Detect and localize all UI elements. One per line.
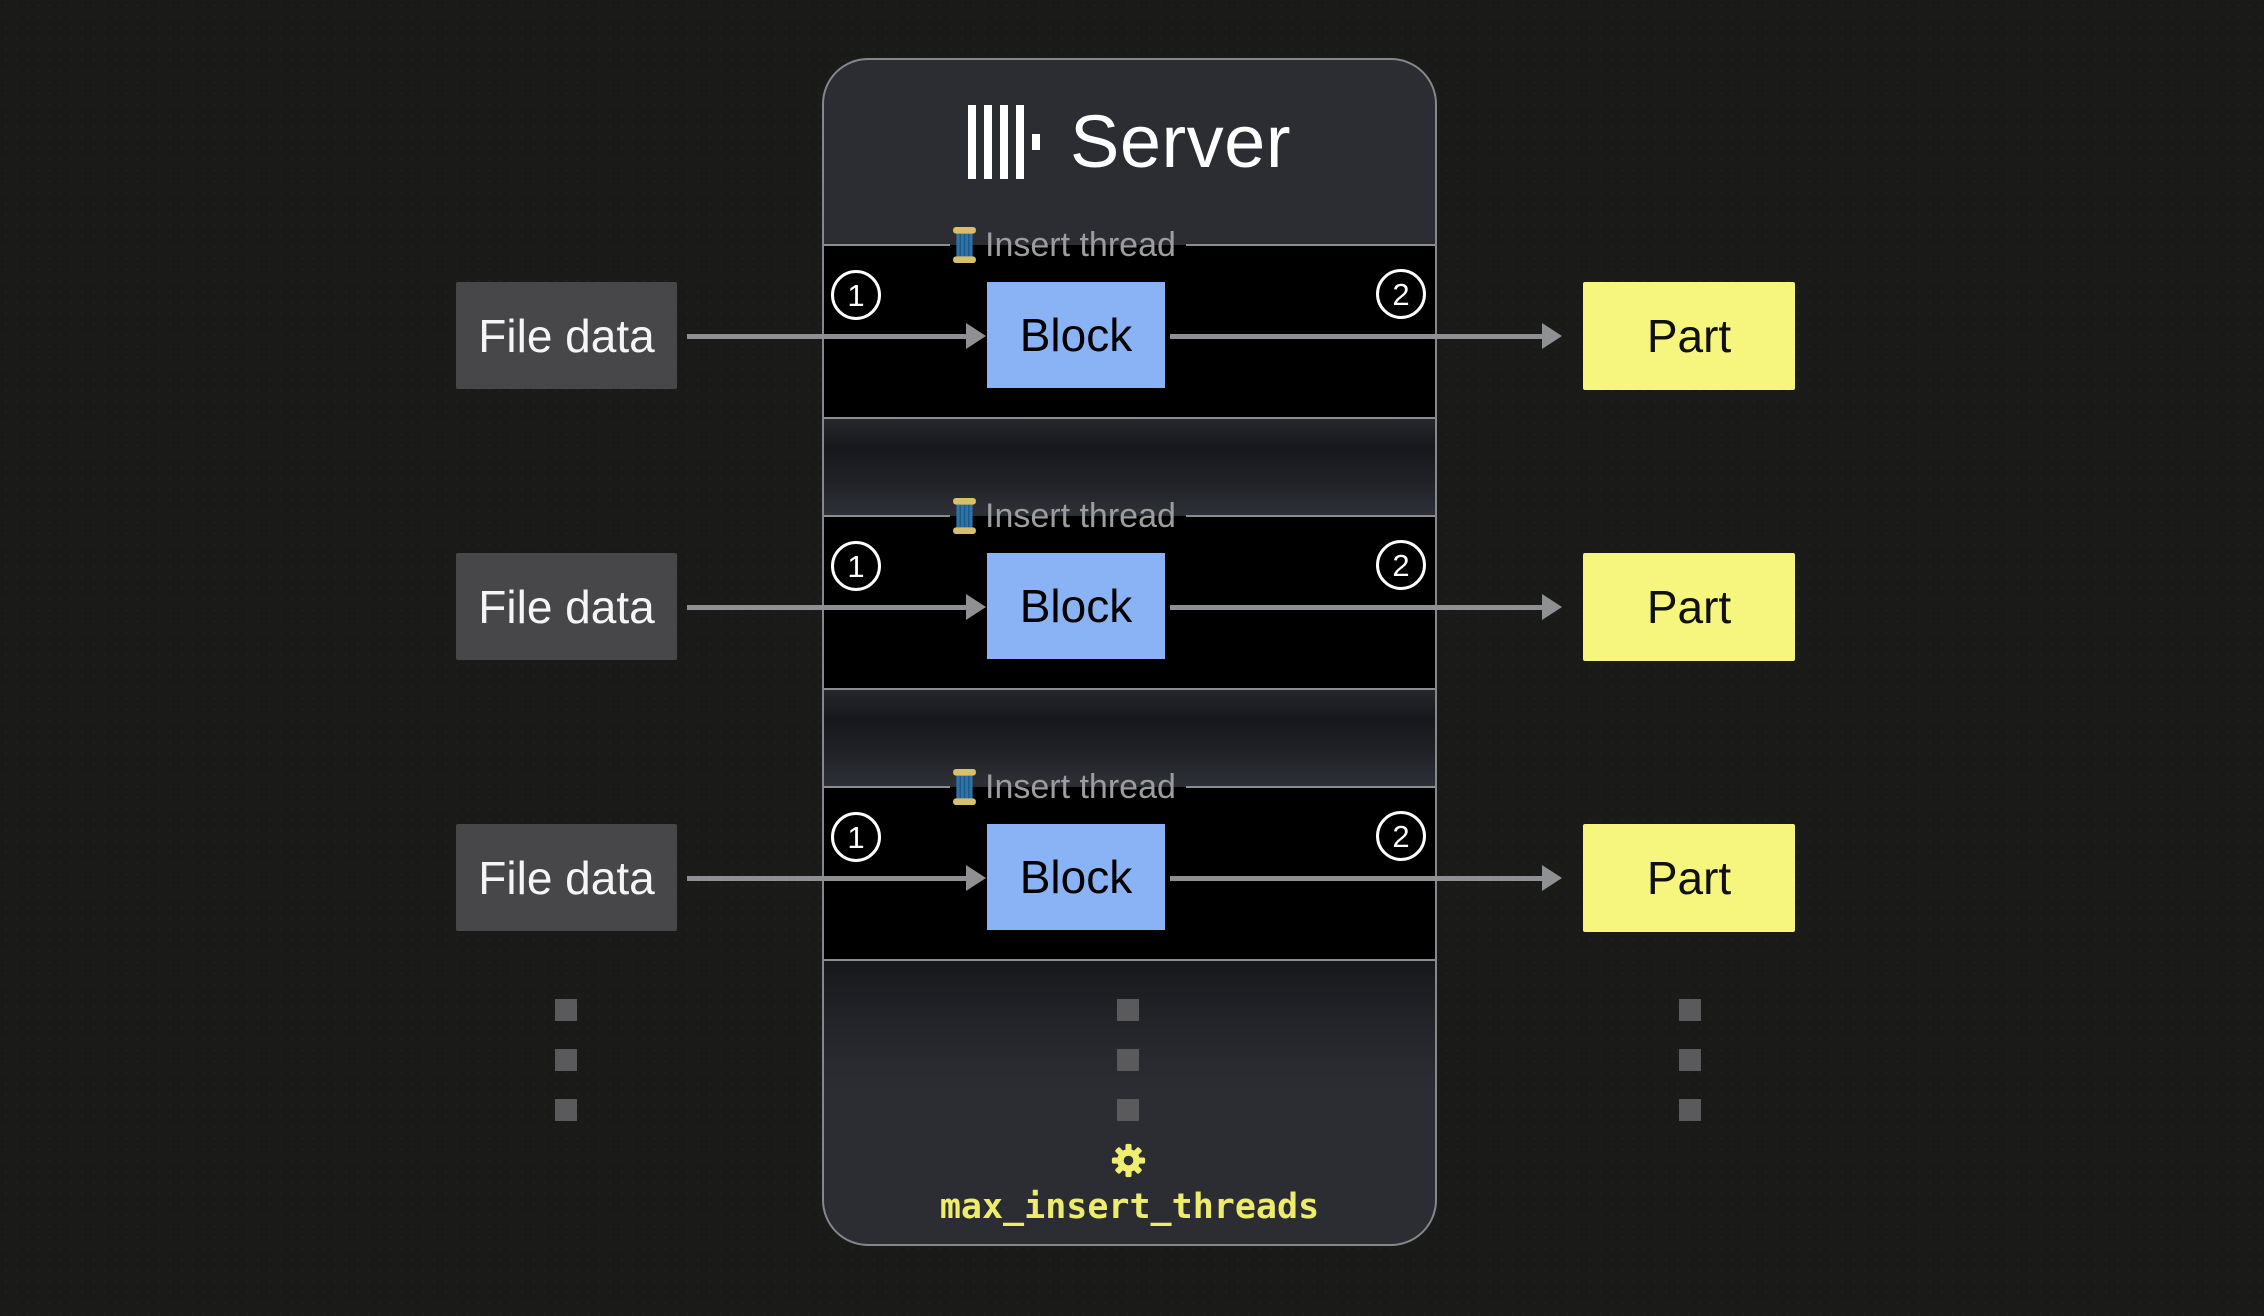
ellipsis-dots <box>555 999 577 1121</box>
part-box: Part <box>1583 824 1795 932</box>
ellipsis-dot <box>555 1099 577 1121</box>
file-data-box: File data <box>456 553 677 660</box>
arrow-right-icon <box>1170 323 1562 349</box>
thread-spool-icon <box>953 226 976 264</box>
arrow-right-icon <box>1170 594 1562 620</box>
block-box: Block <box>987 553 1165 659</box>
step-2-badge: 2 <box>1376 811 1426 861</box>
server-title: Server <box>1070 100 1291 183</box>
section-divider <box>824 419 1435 514</box>
ellipsis-dot <box>555 999 577 1021</box>
file-data-box: File data <box>456 282 677 389</box>
legend-line <box>1185 786 1435 788</box>
insert-thread-section: Insert thread 1 Block 2 <box>824 226 1435 419</box>
legend-line <box>824 244 950 246</box>
arrow-right-icon <box>687 865 986 891</box>
insert-thread-section: Insert thread 1 Block 2 <box>824 497 1435 690</box>
thread-spool-icon <box>953 497 976 535</box>
insert-thread-legend: Insert thread <box>824 497 1435 535</box>
part-box: Part <box>1583 553 1795 661</box>
arrow-right-icon <box>687 323 986 349</box>
insert-thread-legend: Insert thread <box>824 226 1435 264</box>
insert-thread-section: Insert thread 1 Block 2 <box>824 768 1435 961</box>
block-box: Block <box>987 824 1165 930</box>
thread-spool-icon <box>953 768 976 806</box>
legend-line <box>1185 244 1435 246</box>
legend-line <box>824 515 950 517</box>
legend-line <box>824 786 950 788</box>
arrow-right-icon <box>687 594 986 620</box>
ellipsis-dot <box>555 1049 577 1071</box>
ellipsis-dot <box>1117 1049 1139 1071</box>
server-panel: Server Insert thread 1 Block 2 <box>822 58 1437 1246</box>
insert-thread-legend: Insert thread <box>824 768 1435 806</box>
ellipsis-dots <box>1117 999 1139 1121</box>
insert-thread-label: Insert thread <box>985 497 1176 535</box>
insert-thread-label: Insert thread <box>985 226 1176 264</box>
arrow-right-icon <box>1170 865 1562 891</box>
file-data-box: File data <box>456 824 677 931</box>
step-1-badge: 1 <box>831 812 881 862</box>
ellipsis-dot <box>1679 1099 1701 1121</box>
clickhouse-logo-icon <box>968 105 1041 179</box>
step-2-badge: 2 <box>1376 540 1426 590</box>
step-1-badge: 1 <box>831 541 881 591</box>
ellipsis-dots <box>1679 999 1701 1121</box>
insert-thread-label: Insert thread <box>985 768 1176 806</box>
part-box: Part <box>1583 282 1795 390</box>
step-1-badge: 1 <box>831 270 881 320</box>
block-box: Block <box>987 282 1165 388</box>
ellipsis-dot <box>1117 1099 1139 1121</box>
ellipsis-dot <box>1679 1049 1701 1071</box>
section-divider <box>824 690 1435 785</box>
server-header: Server <box>824 102 1435 182</box>
step-2-badge: 2 <box>1376 269 1426 319</box>
ellipsis-dot <box>1117 999 1139 1021</box>
gear-icon <box>1111 1143 1146 1178</box>
ellipsis-dot <box>1679 999 1701 1021</box>
legend-line <box>1185 515 1435 517</box>
setting-label: max_insert_threads <box>939 1187 1320 1227</box>
